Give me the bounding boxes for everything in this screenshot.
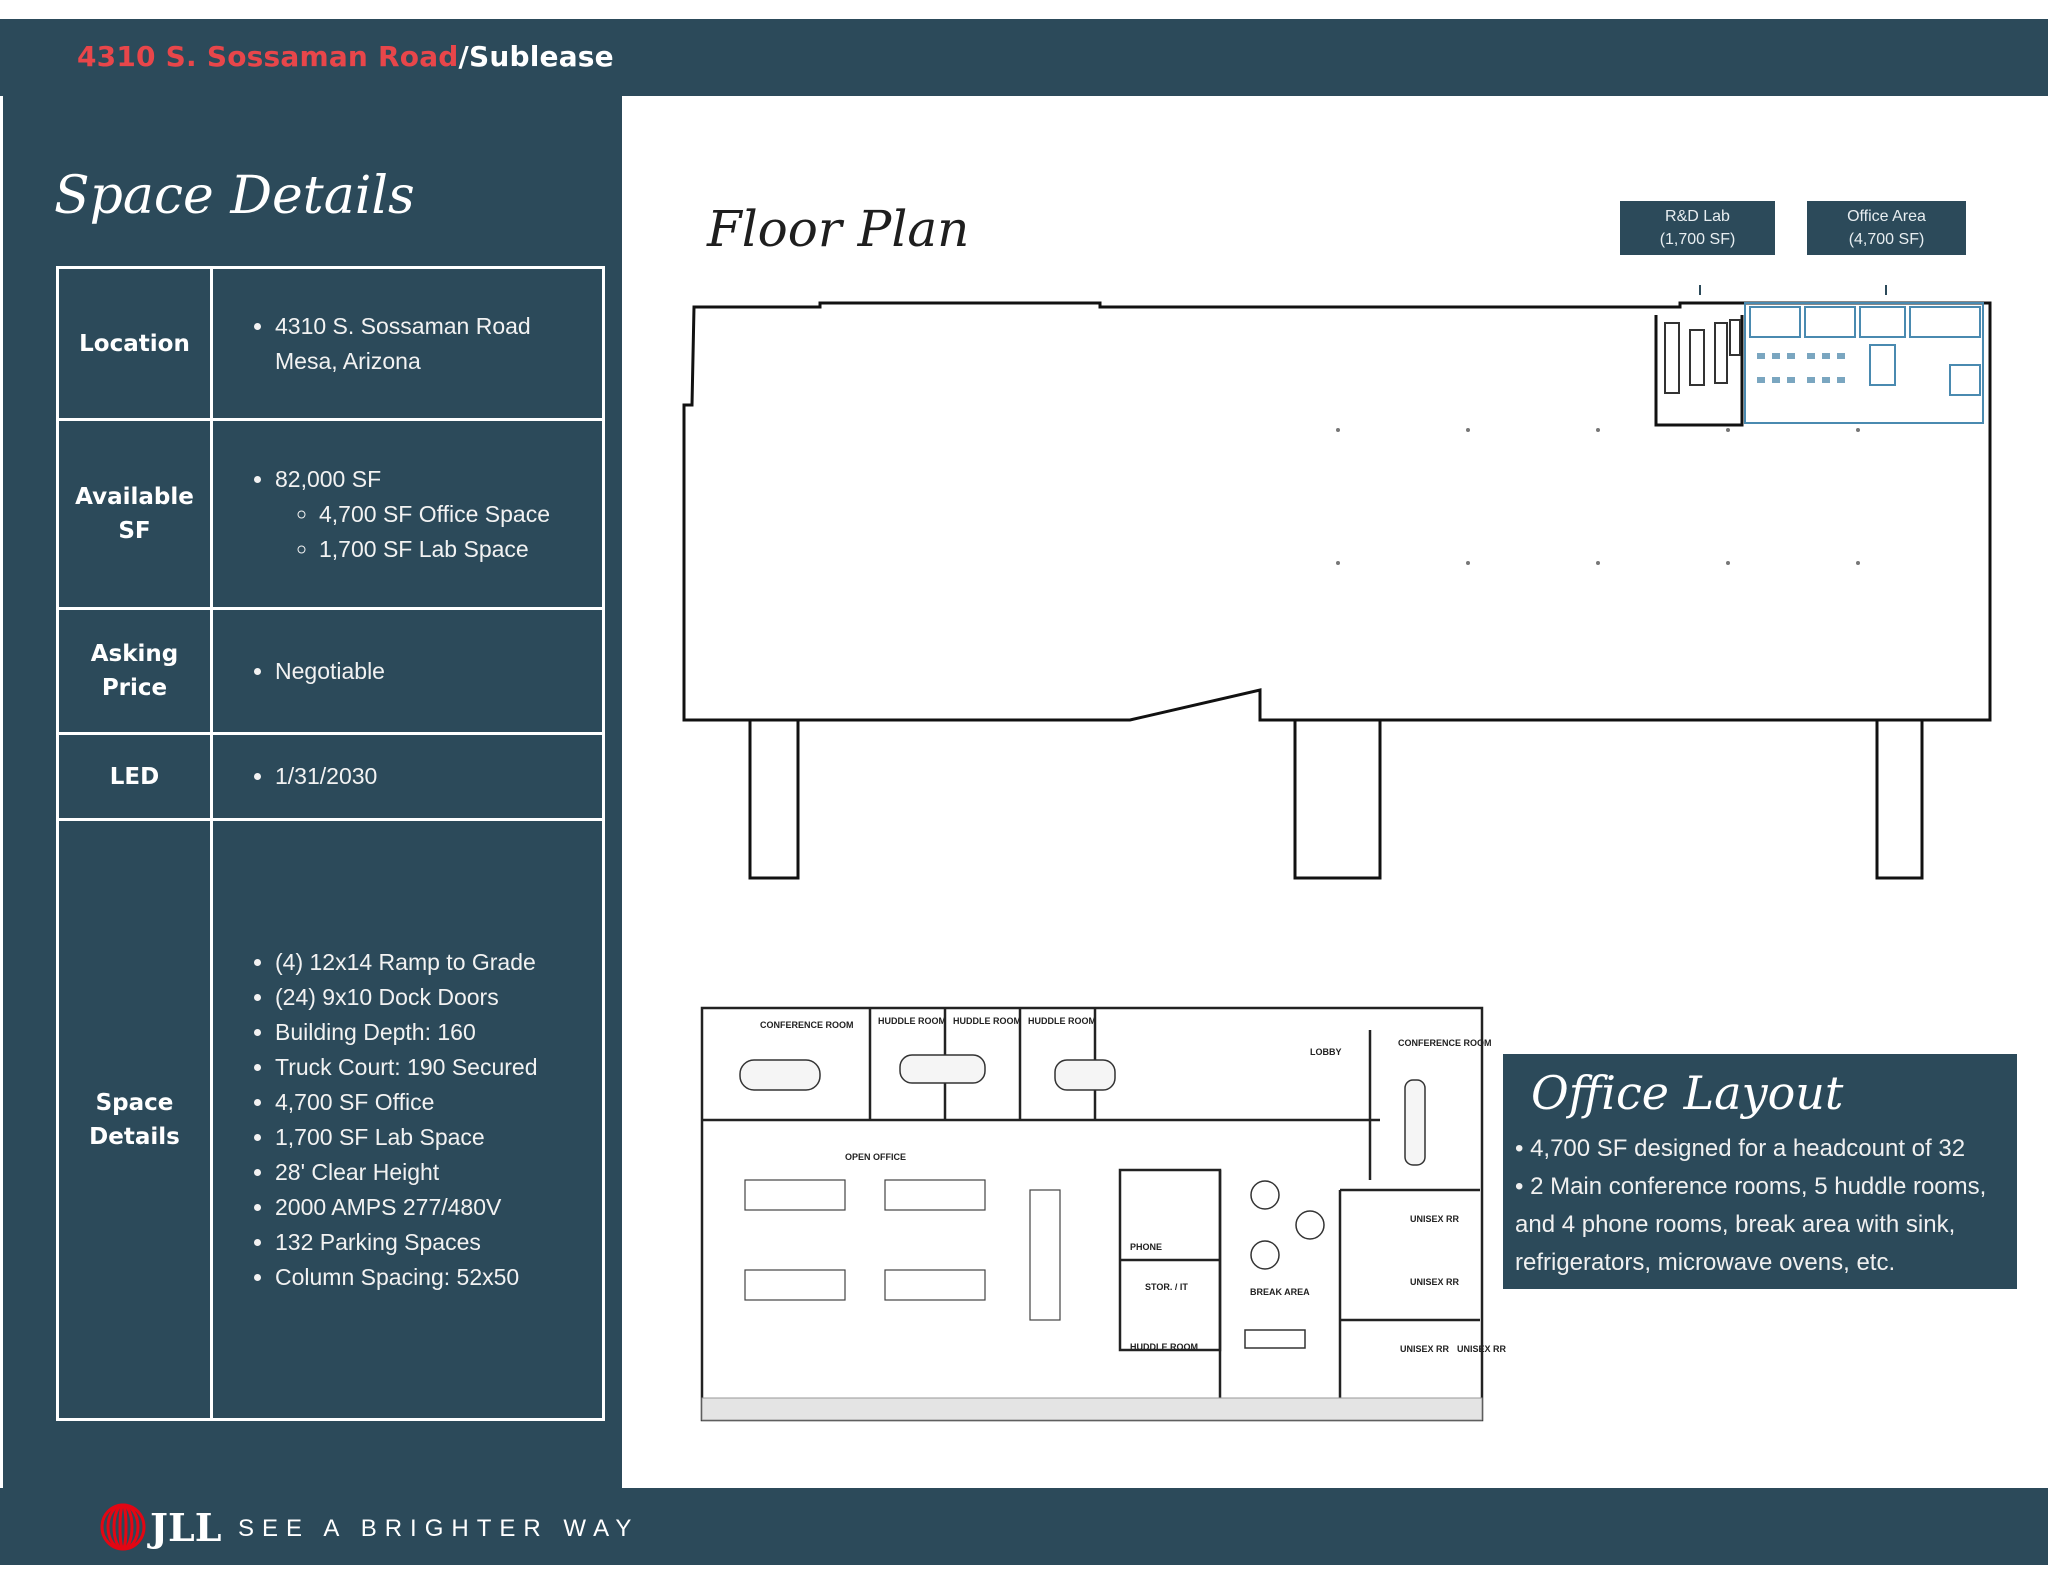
location-label: Location — [56, 266, 213, 421]
office-layout-box: Office Layout • 4,700 SF designed for a … — [1503, 1054, 2017, 1289]
office-layout-bullet-4: refrigerators, microwave ovens, etc. — [1515, 1249, 1896, 1276]
asking-price-label: Asking Price — [56, 607, 213, 735]
detail-office-sf: 4,700 SF Office — [275, 1085, 602, 1120]
space-details-value: (4) 12x14 Ramp to Grade (24) 9x10 Dock D… — [210, 818, 605, 1421]
space-details-table: Location 4310 S. Sossaman Road Mesa, Ari… — [56, 266, 605, 1421]
office-layout-bullet-3: and 4 phone rooms, break area with sink, — [1515, 1211, 1956, 1238]
details-row-led: LED 1/31/2030 — [56, 732, 605, 821]
detail-ramp: (4) 12x14 Ramp to Grade — [275, 945, 602, 980]
location-value: 4310 S. Sossaman Road Mesa, Arizona — [210, 266, 605, 421]
jll-logo-text: JLL — [150, 1505, 222, 1550]
available-sf-total: 82,000 SF 4,700 SF Office Space 1,700 SF… — [275, 462, 602, 567]
details-row-asking-price: Asking Price Negotiable — [56, 607, 605, 735]
asking-price-value: Negotiable — [210, 607, 605, 735]
led-value: 1/31/2030 — [210, 732, 605, 821]
available-sf-label: Available SF — [56, 418, 213, 610]
detail-lab-sf: 1,700 SF Lab Space — [275, 1120, 602, 1155]
label-unisex-rr-102: UNISEX RR — [1410, 1214, 1460, 1224]
header-address: 4310 S. Sossaman Road — [77, 40, 459, 73]
led-label: LED — [56, 732, 213, 821]
callout-rd-lab: R&D Lab (1,700 SF) — [1620, 201, 1775, 255]
label-lobby: LOBBY — [1310, 1047, 1342, 1057]
office-layout-bullet-2: • 2 Main conference rooms, 5 huddle room… — [1515, 1173, 1987, 1200]
header-suffix: /Sublease — [458, 40, 614, 73]
detail-truck-court: Truck Court: 190 Secured — [275, 1050, 602, 1085]
label-huddle-room-117: HUDDLE ROOM — [1028, 1016, 1096, 1026]
footer-tagline: SEE A BRIGHTER WAY — [238, 1515, 640, 1542]
office-layout-title: Office Layout — [1531, 1066, 1844, 1120]
label-unisex-rr-105: UNISEX RR — [1400, 1344, 1450, 1354]
detail-clear-height: 28' Clear Height — [275, 1155, 602, 1190]
office-layout-plan: CONFERENCE ROOM HUDDLE ROOM HUDDLE ROOM … — [700, 1006, 1507, 1422]
label-phone: PHONE — [1130, 1242, 1162, 1252]
space-details-title: Space Details — [54, 166, 415, 226]
jll-logo-icon — [100, 1503, 146, 1551]
label-huddle-room-115: HUDDLE ROOM — [878, 1016, 946, 1026]
label-stor-it: STOR. / IT — [1145, 1282, 1188, 1292]
available-sf-value: 82,000 SF 4,700 SF Office Space 1,700 SF… — [210, 418, 605, 610]
details-row-space-details: Space Details (4) 12x14 Ramp to Grade (2… — [56, 818, 605, 1421]
label-conference-room: CONFERENCE ROOM — [760, 1020, 854, 1030]
header-title: 4310 S. Sossaman Road/Sublease — [77, 40, 614, 73]
label-unisex-rr-104: UNISEX RR — [1457, 1344, 1507, 1354]
detail-building-depth: Building Depth: 160 — [275, 1015, 602, 1050]
available-sf-lab: 1,700 SF Lab Space — [319, 532, 602, 567]
callout-office-area: Office Area (4,700 SF) — [1807, 201, 1966, 255]
label-open-office: OPEN OFFICE — [845, 1152, 906, 1162]
detail-column-spacing: Column Spacing: 52x50 — [275, 1260, 602, 1295]
location-address: 4310 S. Sossaman Road Mesa, Arizona — [275, 309, 575, 379]
label-huddle-room-116: HUDDLE ROOM — [953, 1016, 1021, 1026]
footer-bar — [0, 1488, 2048, 1565]
label-unisex-rr-103: UNISEX RR — [1410, 1277, 1460, 1287]
label-huddle-room-107: HUDDLE ROOM — [1130, 1342, 1198, 1352]
floor-plan-title: Floor Plan — [707, 200, 970, 258]
label-break-area: BREAK AREA — [1250, 1287, 1310, 1297]
office-layout-bullet-1: • 4,700 SF designed for a headcount of 3… — [1515, 1135, 1966, 1162]
space-details-label: Space Details — [56, 818, 213, 1421]
detail-power: 2000 AMPS 277/480V — [275, 1190, 602, 1225]
available-sf-office: 4,700 SF Office Space — [319, 497, 602, 532]
header-bar — [0, 19, 2048, 96]
details-row-available-sf: Available SF 82,000 SF 4,700 SF Office S… — [56, 418, 605, 610]
label-conference-room-101: CONFERENCE ROOM — [1398, 1038, 1492, 1048]
detail-parking: 132 Parking Spaces — [275, 1225, 602, 1260]
warehouse-floor-plan — [682, 285, 1992, 880]
detail-dock-doors: (24) 9x10 Dock Doors — [275, 980, 602, 1015]
details-row-location: Location 4310 S. Sossaman Road Mesa, Ari… — [56, 266, 605, 421]
